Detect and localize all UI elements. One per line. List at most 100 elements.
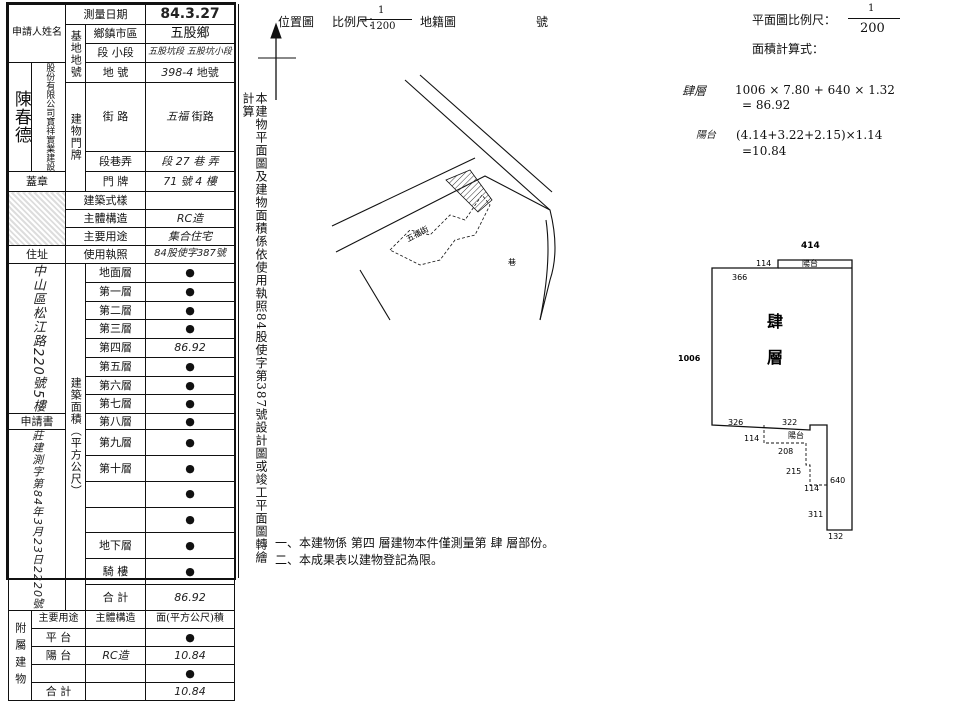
floor-area: ● — [145, 454, 235, 482]
scale-label: 比例尺： — [332, 15, 381, 29]
door-value: 71 號 4 樓 — [145, 171, 235, 192]
floor-area: ● — [145, 532, 235, 560]
street-name: 五福 — [166, 110, 189, 124]
area-total-value: 86.92 — [145, 584, 235, 612]
usage-label: 主要用途 — [65, 227, 146, 246]
license-label: 使用執照 — [65, 245, 146, 264]
street-suffix: 街路 — [191, 110, 214, 124]
balcony-outline — [763, 260, 827, 486]
address-value: 中山區松江路220號5樓 — [8, 262, 66, 415]
building-outline — [389, 169, 493, 266]
north-arrow-icon — [258, 22, 296, 100]
plan-dim-311: 311 — [808, 510, 823, 519]
structure-value: RC造 — [145, 209, 235, 228]
floor-name: 第三層 — [85, 319, 146, 339]
seal-box — [8, 191, 66, 246]
license-value: 84股使字387號 — [145, 245, 235, 264]
lot-value: 398-4 地號 — [145, 62, 235, 83]
plan-dim-114: 114 — [756, 259, 771, 268]
lot-label: 地 號 — [85, 62, 146, 83]
applicant-rep: 陳春德 — [8, 62, 32, 172]
annex-struct — [85, 664, 146, 684]
survey-date-value: 84.3.27 — [145, 4, 235, 25]
street-label: 街 路 — [85, 82, 146, 152]
application-value: 莊建測字第84年3月23日2220號 — [8, 429, 66, 612]
annex-use: 陽 台 — [31, 646, 86, 666]
plan-dim-132: 132 — [828, 532, 843, 541]
style-label: 建築式樣 — [65, 191, 146, 210]
scale-denominator: 1200 — [370, 21, 396, 32]
annex-struct — [85, 628, 146, 648]
floor-name: 第十層 — [85, 454, 146, 482]
lot-number: 398-4 — [161, 65, 194, 79]
formula-label: 面積計算式： — [752, 42, 825, 56]
site-label-lane: 巷 — [508, 258, 516, 267]
address-label: 住址 — [8, 245, 66, 264]
annex-area: ● — [145, 664, 235, 684]
floor-area: 86.92 — [145, 338, 235, 358]
plan-scale-denominator: 200 — [860, 21, 885, 36]
seal-label: 蓋章 — [8, 171, 66, 192]
floor-area: ● — [145, 356, 235, 377]
floor-area: ● — [145, 300, 235, 321]
plan-dim-1006: 1006 — [678, 354, 701, 363]
floor-area: ● — [145, 506, 235, 534]
plan-floor-name-a: 肆 — [767, 312, 783, 331]
section-value: 五股坑段 五股坑小段 — [145, 43, 235, 63]
annex-total-value: 10.84 — [145, 682, 235, 701]
floor-area: ● — [145, 375, 235, 396]
footer-note-1: 一、本建物係 第四 層建物本件僅測量第 肆 層部份。 — [275, 536, 555, 550]
survey-date-label: 測量日期 — [65, 4, 146, 25]
plan-dim-366: 366 — [732, 273, 747, 282]
structure-label: 主體構造 — [65, 209, 146, 228]
road-lines — [331, 74, 556, 321]
floor-name: 第六層 — [85, 375, 146, 396]
plan-dim-322: 322 — [782, 418, 797, 427]
annex-struct — [85, 682, 146, 701]
annex-use — [31, 664, 86, 684]
floor-plan: 414 114 陽台 366 1006 肆 層 326 322 114 陽台 2… — [678, 241, 853, 541]
plan-dim-326: 326 — [728, 418, 743, 427]
calc-balcony-label: 陽台 — [696, 130, 716, 141]
lot-suffix: 地號 — [196, 65, 219, 79]
floor-name: 第五層 — [85, 356, 146, 377]
footer-note-2: 二、本成果表以建物登記為限。 — [275, 553, 444, 567]
floor-outline — [711, 259, 853, 531]
plan-dim-640: 640 — [830, 476, 845, 485]
plan-balcony-bottom: 陽台 — [788, 430, 804, 440]
township-value: 五股鄉 — [145, 24, 235, 44]
floor-area: ● — [145, 319, 235, 339]
floor-area: ● — [145, 263, 235, 283]
floor-area: ● — [145, 413, 235, 431]
floor-name — [85, 480, 146, 508]
area-group-label: 建築面積（平方公尺） — [65, 262, 86, 612]
annex-use: 平 台 — [31, 628, 86, 648]
annex-struct: RC造 — [85, 646, 146, 666]
style-value — [145, 191, 235, 210]
applicant-company: 股份有限公司寶祥實業建設 — [31, 62, 66, 172]
site-map: 五福街 巷 — [258, 22, 556, 321]
middle-note: 本建物平面圖及建物面積係依使用執照84股使字第387號設計圖或竣工平面圖轉繪計算 — [241, 92, 268, 565]
plan-floor-name-b: 層 — [767, 348, 783, 367]
location-map-label: 位置圖 — [278, 15, 315, 29]
building-survey-form: 申請人姓名 測量日期 84.3.27 基地地號 鄉鎮市區 五股鄉 段 小段 五股… — [6, 2, 236, 701]
scale-fraction-line — [360, 19, 412, 20]
floor-name: 第二層 — [85, 300, 146, 321]
plan-dim-414: 414 — [801, 241, 820, 251]
calc-floor-label: 肆層 — [682, 84, 707, 98]
door-group-label: 建物門牌 — [65, 82, 86, 192]
floor-name — [85, 506, 146, 534]
calc-floor-result: = 86.92 — [742, 98, 791, 112]
applicant-label: 申請人姓名 — [8, 4, 66, 63]
plan-scale-label: 平面圖比例尺： — [752, 13, 837, 27]
floor-name: 騎 樓 — [85, 558, 146, 586]
plan-dim-114b: 114 — [744, 434, 759, 443]
base-lot-group-label: 基地地號 — [65, 24, 86, 83]
annex-total-label: 合 計 — [31, 682, 86, 701]
floor-area: ● — [145, 394, 235, 415]
number-label: 號 — [536, 15, 549, 29]
calc-floor-expr: 1006 × 7.80 + 640 × 1.32 — [735, 83, 895, 97]
plan-scale-fraction-line — [848, 18, 900, 19]
annex-header-use: 主要用途 — [31, 610, 86, 630]
plan-dim-215: 215 — [786, 467, 801, 476]
